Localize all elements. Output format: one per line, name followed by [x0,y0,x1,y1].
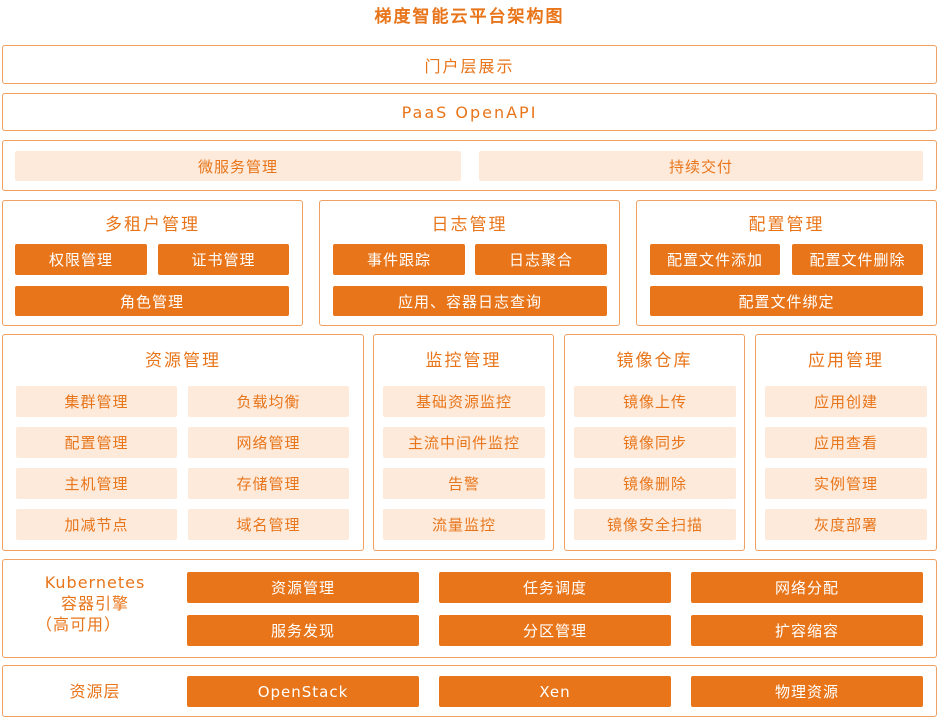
node-scaling-box: 加减节点 [16,509,177,540]
traffic-monitoring-box: 流量监控 [383,509,545,540]
resource-layer-label: 资源层 [69,682,121,701]
app-create-box: 应用创建 [765,386,927,417]
image-upload-box: 镜像上传 [574,386,736,417]
k8s-task-scheduling-box: 任务调度 [439,572,671,603]
instance-management-box: 实例管理 [765,468,927,499]
config-file-bind-box: 配置文件绑定 [650,286,923,316]
portal-layer: 门户层展示 [2,45,937,84]
permission-management-box: 权限管理 [15,244,147,275]
log-panel-title: 日志管理 [431,215,508,235]
config-management-box: 配置管理 [16,427,177,458]
diagram-title: 梯度智能云平台架构图 [374,7,565,27]
domain-management-box: 域名管理 [188,509,349,540]
cluster-management-box: 集群管理 [16,386,177,417]
continuous-delivery-box: 持续交付 [479,151,923,181]
monitor-panel-title: 监控管理 [425,351,502,371]
k8s-network-allocation-box: 网络分配 [691,572,923,603]
kubernetes-label-line-1: Kubernetes [44,573,146,592]
storage-management-box: 存储管理 [188,468,349,499]
image-delete-box: 镜像删除 [574,468,736,499]
resource-panel-title: 资源管理 [145,351,221,371]
paas-openapi-label: PaaS OpenAPI [401,102,538,122]
load-balancing-box: 负载均衡 [188,386,349,417]
k8s-service-discovery-box: 服务发现 [187,615,419,646]
role-management-box: 角色管理 [15,286,289,316]
alert-box: 告警 [383,468,545,499]
config-panel-title: 配置管理 [748,215,825,235]
kubernetes-label-line-2: 容器引擎 [60,594,129,613]
host-management-box: 主机管理 [16,468,177,499]
app-view-box: 应用查看 [765,427,927,458]
kubernetes-label-line-3: （高可用） [36,615,122,634]
portal-layer-label: 门户层展示 [424,56,515,76]
microservice-management-box: 微服务管理 [15,151,461,181]
certificate-management-box: 证书管理 [158,244,289,275]
log-aggregation-box: 日志聚合 [475,244,607,275]
openstack-box: OpenStack [187,676,419,707]
k8s-partition-management-box: 分区管理 [439,615,671,646]
network-management-box: 网络管理 [188,427,349,458]
mirror-panel-title: 镜像仓库 [616,351,693,371]
gray-deployment-box: 灰度部署 [765,509,927,540]
k8s-resource-management-box: 资源管理 [187,572,419,603]
log-query-box: 应用、容器日志查询 [333,286,607,316]
xen-box: Xen [439,676,671,707]
middleware-monitoring-box: 主流中间件监控 [383,427,545,458]
tenant-panel-title: 多租户管理 [105,215,200,235]
app-panel-title: 应用管理 [808,351,884,371]
physical-resources-box: 物理资源 [691,676,923,707]
basic-resource-monitoring-box: 基础资源监控 [383,386,545,417]
event-tracking-box: 事件跟踪 [333,244,465,275]
config-file-delete-box: 配置文件删除 [792,244,923,275]
k8s-scaling-box: 扩容缩容 [691,615,923,646]
paas-openapi-layer: PaaS OpenAPI [2,93,937,131]
config-file-add-box: 配置文件添加 [650,244,780,275]
image-security-scan-box: 镜像安全扫描 [574,509,736,540]
image-sync-box: 镜像同步 [574,427,736,458]
kubernetes-label: Kubernetes 容器引擎 （高可用） [20,572,170,635]
